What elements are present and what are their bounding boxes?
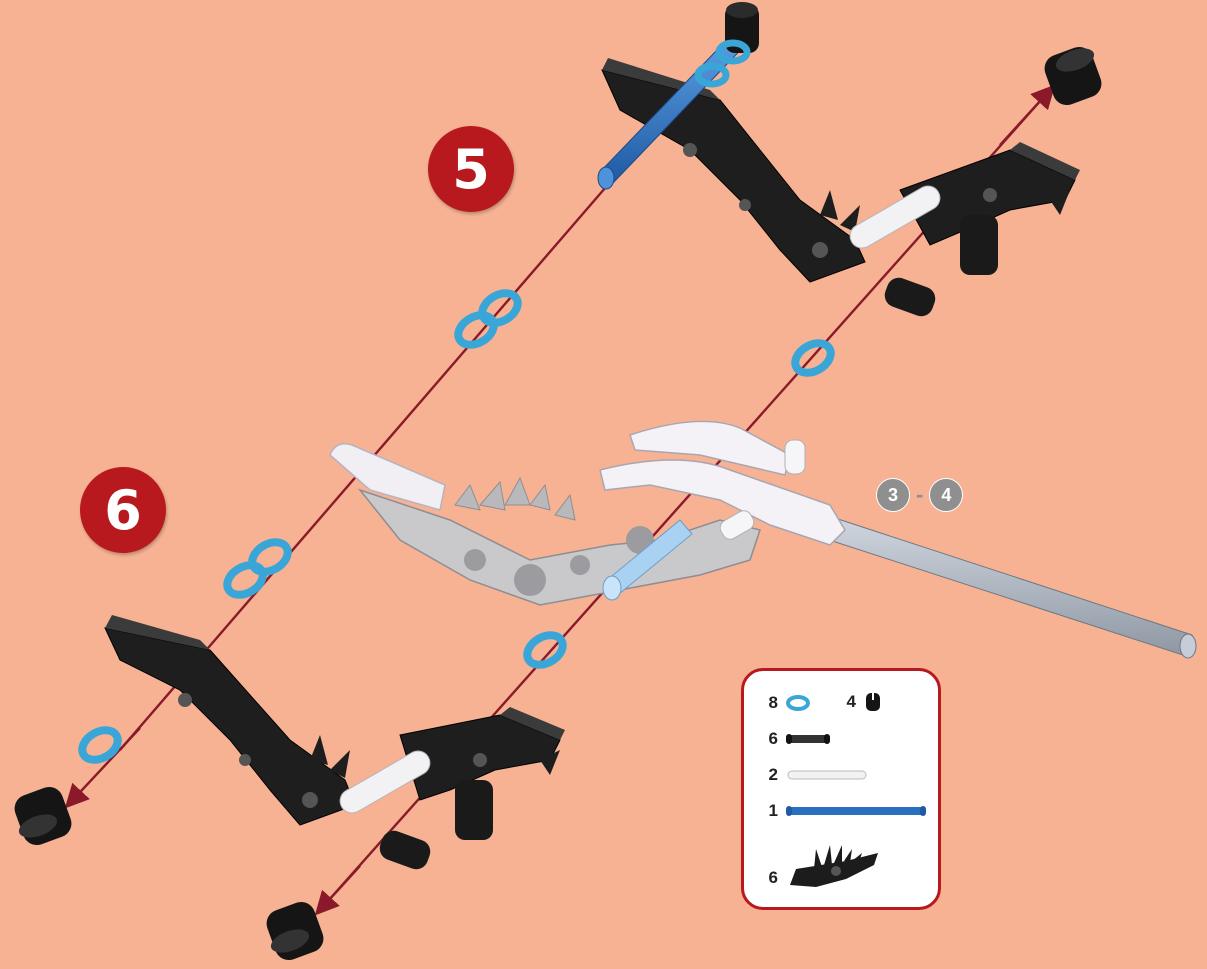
parts-row-ring: 8 <box>766 693 810 713</box>
ring-icon <box>786 695 810 711</box>
ring-7 <box>77 724 123 766</box>
guide-arrow-top-right <box>1000 88 1052 145</box>
white-rod-icon <box>786 768 868 782</box>
ring-quantity: 8 <box>766 693 778 713</box>
lower-black-bracket <box>105 615 565 873</box>
cap-quantity: 4 <box>844 692 856 712</box>
ring-6 <box>522 629 568 671</box>
step-number-badge: 5 <box>428 126 514 212</box>
parts-row-medium-rod: 2 <box>766 765 868 785</box>
cap-bottom-left <box>11 783 76 849</box>
parts-list-box: 8 4 6 2 1 6 <box>741 668 941 910</box>
ring-4 <box>247 536 293 578</box>
long-rod-quantity: 1 <box>766 801 778 821</box>
bracket-quantity: 6 <box>766 868 778 888</box>
reference-step-start: 3 <box>876 478 910 512</box>
parts-row-cap: 4 <box>844 691 882 713</box>
step-number-badge: 6 <box>80 467 166 553</box>
ring-5 <box>222 559 268 601</box>
cap-bottom-middle <box>263 898 328 964</box>
reference-separator: - <box>916 482 923 508</box>
reference-step-end: 4 <box>929 478 963 512</box>
guide-arrow-upper-end <box>68 728 140 805</box>
previous-steps-reference: 3 - 4 <box>876 478 963 512</box>
parts-row-bracket: 6 <box>766 839 882 891</box>
parts-row-long-rod: 1 <box>766 801 926 821</box>
short-rod-quantity: 6 <box>766 729 778 749</box>
short-black-rod-icon <box>786 732 830 746</box>
cap-top-right <box>1041 43 1106 109</box>
black-cap-icon <box>864 691 882 713</box>
guide-arrow-lower-end <box>318 866 360 912</box>
ring-2 <box>453 309 499 351</box>
medium-rod-quantity: 2 <box>766 765 778 785</box>
black-bracket-icon <box>786 839 882 891</box>
blue-rod-icon <box>786 804 926 818</box>
white-center-frame <box>330 421 845 605</box>
parts-row-short-rod: 6 <box>766 729 830 749</box>
